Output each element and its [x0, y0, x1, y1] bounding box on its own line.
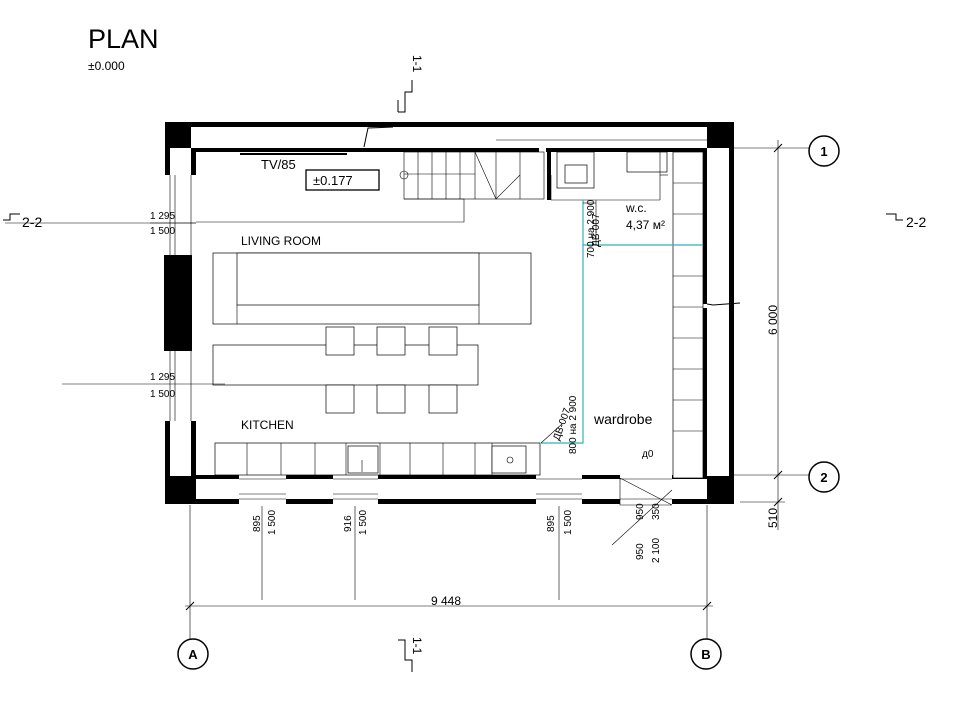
overall-width-dim: 9 448 — [185, 505, 713, 640]
overall-depth-label: 6 000 — [766, 305, 780, 335]
overall-width-label: 9 448 — [431, 594, 461, 608]
left-upper-sill: 1 295 — [150, 211, 175, 222]
w1-sill: 895 — [252, 515, 263, 532]
tv-label: TV/85 — [261, 157, 296, 172]
w3-sill: 895 — [546, 515, 557, 532]
w3-height: 1 500 — [563, 510, 574, 535]
room-area-wc: 4,37 м² — [626, 218, 665, 232]
room-label-wardrobe: wardrobe — [593, 411, 653, 427]
bottom-window-dims: 895 1 500 916 1 500 895 1 500 950 350 95… — [252, 503, 662, 600]
plan-title: PLAN — [88, 24, 159, 54]
wardrobe-door-size: 800 на 2 900 — [568, 395, 579, 454]
section-mark-right: 2-2 — [906, 214, 926, 230]
door-leader-line — [611, 489, 673, 546]
axis-2-label: 2 — [820, 470, 827, 485]
axis-1-label: 1 — [820, 144, 827, 159]
section-mark-top: 1-1 — [410, 55, 424, 73]
section-marks: 1-1 1-1 2-2 2-2 — [3, 55, 926, 672]
axis-b-bubble — [690, 638, 722, 670]
partitions — [540, 200, 703, 444]
floor-level-label: ±0.177 — [313, 173, 353, 188]
overall-depth-dim: 6 000 510 — [734, 140, 810, 530]
door-dim-b: 350 — [651, 503, 662, 520]
room-label-kitchen: KITCHEN — [241, 418, 294, 432]
w1-height: 1 500 — [267, 510, 278, 535]
dining-table — [62, 326, 479, 414]
w2-height: 1 500 — [358, 510, 369, 535]
section-mark-bottom: 1-1 — [410, 637, 424, 655]
entry-door-swing — [619, 477, 673, 506]
left-lower-sill: 1 295 — [150, 372, 175, 383]
axis-2-bubble — [808, 461, 840, 493]
plan-level: ±0.000 — [88, 59, 125, 73]
kitchen-counter — [214, 442, 541, 476]
w2-sill: 916 — [343, 515, 354, 532]
axis-b-label: B — [701, 647, 710, 662]
floor-level-box — [305, 169, 380, 191]
axis-markers: 1 2 A B — [177, 135, 840, 670]
wardrobe-shelves — [672, 151, 704, 479]
windows — [163, 175, 672, 506]
section-mark-left: 2-2 — [22, 214, 42, 230]
axis-a-bubble — [177, 638, 209, 670]
entry-door-code: д0 — [642, 449, 654, 460]
staircase — [196, 151, 545, 223]
left-upper-height: 1 500 — [150, 226, 175, 237]
left-window-dims: 1 295 1 500 1 295 1 500 — [5, 211, 196, 400]
door-dim-c: 950 — [635, 543, 646, 560]
bottom-offset-label: 510 — [766, 508, 780, 528]
wc-room — [496, 139, 725, 201]
axis-1-bubble — [808, 135, 840, 167]
door-dim-a: 950 — [635, 503, 646, 520]
wc-door-size: 700 на 2 900 — [586, 199, 597, 258]
left-lower-height: 1 500 — [150, 389, 175, 400]
axis-a-label: A — [188, 647, 198, 662]
sofa — [212, 252, 532, 325]
room-label-wc: w.c. — [625, 201, 647, 215]
door-dim-d: 2 100 — [651, 538, 662, 563]
wc-door-code: ДВ-007 — [591, 213, 602, 247]
room-label-living: LIVING ROOM — [241, 234, 321, 248]
